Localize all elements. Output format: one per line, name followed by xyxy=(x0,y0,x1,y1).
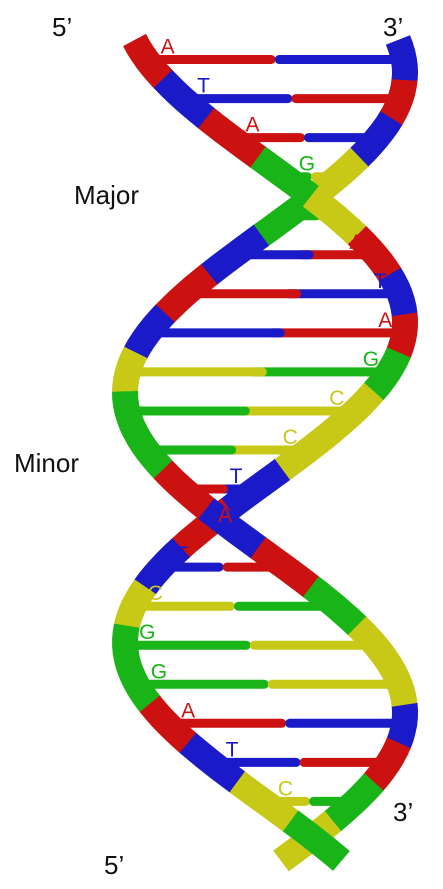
base-letter: A xyxy=(218,504,232,527)
five-prime-top-label: 5’ xyxy=(52,14,72,40)
base-letter: T xyxy=(374,270,387,293)
base-letter: G xyxy=(151,660,167,683)
three-prime-top-label: 3’ xyxy=(383,14,403,40)
base-letter: C xyxy=(283,426,298,449)
backbone-segment xyxy=(125,626,129,666)
base-letter: T xyxy=(230,465,243,488)
backbone-segment xyxy=(125,391,135,431)
backbone-segment xyxy=(206,509,259,549)
base-letter: G xyxy=(299,153,315,176)
base-letter: T xyxy=(175,543,188,566)
base-letter: A xyxy=(161,36,175,59)
backbone-segment xyxy=(357,626,390,666)
backbone-segment xyxy=(258,548,312,588)
three-prime-bottom-label: 3’ xyxy=(393,799,413,825)
base-letter: A xyxy=(378,309,392,332)
base-letter: G xyxy=(139,621,155,644)
five-prime-bottom-label: 5’ xyxy=(104,852,124,878)
backbone-segment xyxy=(163,470,208,510)
base-letter: A xyxy=(181,699,195,722)
base-letter: A xyxy=(349,231,363,254)
base-letter: C xyxy=(329,387,344,410)
base-letter: A xyxy=(246,114,260,137)
minor-groove-label: Minor xyxy=(14,450,79,476)
backbone-segment xyxy=(128,665,150,705)
base-letter: G xyxy=(290,817,306,840)
base-letter: C xyxy=(148,582,163,605)
base-letter: T xyxy=(226,738,239,761)
base-letter: T xyxy=(197,75,210,98)
backbone-segment xyxy=(311,587,358,627)
base-letter: G xyxy=(363,348,379,371)
backbone-segment xyxy=(390,665,405,705)
major-groove-label: Major xyxy=(74,182,139,208)
base-letter: C xyxy=(278,777,293,800)
base-letter: C xyxy=(309,192,324,215)
backbone-segment xyxy=(135,40,164,80)
backbone-segment xyxy=(135,431,164,471)
backbone-segment xyxy=(398,40,405,80)
